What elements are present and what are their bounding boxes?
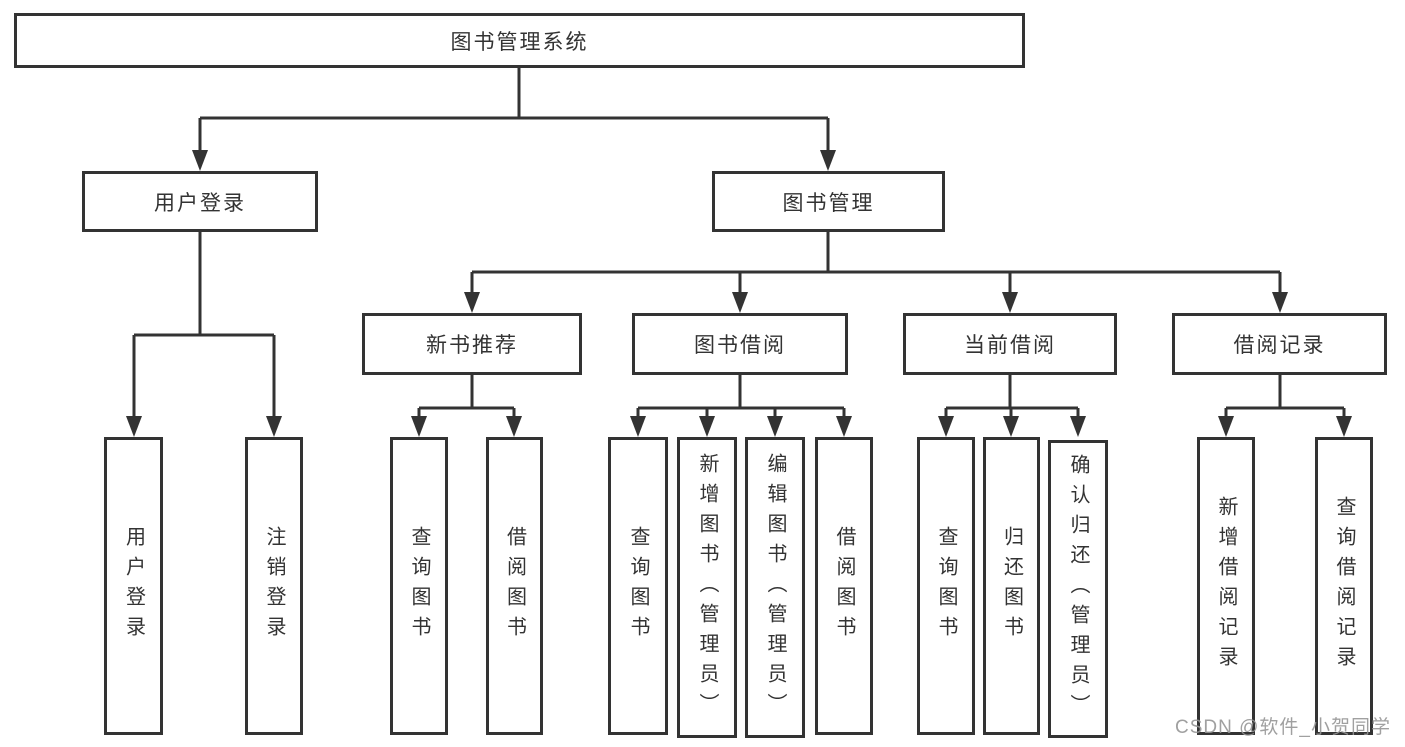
node-borrowing-records: 借阅记录 xyxy=(1172,313,1387,375)
leaf-return-books-label: 归还图书 xyxy=(1000,526,1023,646)
leaf-query-books-borrow: 查询图书 xyxy=(608,437,668,735)
arrowhead xyxy=(767,416,783,437)
leaf-confirm-return-admin-label: 确认归还（管理员） xyxy=(1067,454,1089,724)
leaf-return-books: 归还图书 xyxy=(983,437,1040,735)
leaf-query-books-current-label: 查询图书 xyxy=(935,526,957,646)
leaf-query-books-borrow-label: 查询图书 xyxy=(627,526,649,646)
arrowhead xyxy=(506,416,522,437)
node-user-login: 用户登录 xyxy=(82,171,318,232)
node-borrowing-records-label: 借阅记录 xyxy=(1233,334,1326,357)
arrowhead xyxy=(1003,416,1019,437)
arrowhead xyxy=(732,292,748,313)
arrowhead xyxy=(464,292,480,313)
arrowheads xyxy=(126,150,1352,437)
arrowhead xyxy=(411,416,427,437)
leaf-add-borrow-record: 新增借阅记录 xyxy=(1197,437,1255,735)
leaf-edit-books-admin: 编辑图书（管理员） xyxy=(745,437,805,738)
node-current-borrowing: 当前借阅 xyxy=(903,313,1117,375)
leaf-logout-action: 注销登录 xyxy=(245,437,303,735)
leaf-logout-action-label: 注销登录 xyxy=(263,526,285,646)
node-root-label: 图书管理系统 xyxy=(450,30,589,54)
arrowhead xyxy=(820,150,836,171)
connector-recommend-to-leaves xyxy=(417,375,516,418)
arrowhead xyxy=(266,416,282,437)
arrowhead xyxy=(1336,416,1352,437)
leaf-borrow-books-borrow-label: 借阅图书 xyxy=(833,526,855,646)
leaf-query-books-recommend: 查询图书 xyxy=(390,437,448,735)
leaf-confirm-return-admin: 确认归还（管理员） xyxy=(1048,440,1108,738)
node-book-borrowing-label: 图书借阅 xyxy=(694,334,786,357)
arrowhead xyxy=(938,416,954,437)
arrowhead xyxy=(1272,292,1288,313)
arrowhead xyxy=(1070,416,1086,437)
connector-book-management-to-level3 xyxy=(470,232,1282,294)
leaf-query-borrow-record: 查询借阅记录 xyxy=(1315,437,1373,735)
arrowhead xyxy=(836,416,852,437)
leaf-edit-books-admin-label: 编辑图书（管理员） xyxy=(764,452,786,723)
arrowhead xyxy=(126,416,142,437)
leaf-borrow-books-recommend: 借阅图书 xyxy=(486,437,543,735)
node-book-management: 图书管理 xyxy=(712,171,945,232)
leaf-user-login-action: 用户登录 xyxy=(104,437,163,735)
leaf-user-login-action-label: 用户登录 xyxy=(122,526,145,646)
leaf-query-books-recommend-label: 查询图书 xyxy=(408,526,430,646)
connector-user-login-to-leaves xyxy=(132,232,276,418)
leaf-query-books-current: 查询图书 xyxy=(917,437,975,735)
node-new-book-recommend: 新书推荐 xyxy=(362,313,582,375)
connector-current-to-leaves xyxy=(944,375,1080,418)
leaf-add-borrow-record-label: 新增借阅记录 xyxy=(1215,496,1237,676)
leaf-add-books-admin: 新增图书（管理员） xyxy=(677,437,737,738)
connector-records-to-leaves xyxy=(1224,375,1346,418)
arrowhead xyxy=(192,150,208,171)
leaf-add-books-admin-label: 新增图书（管理员） xyxy=(696,452,718,723)
arrowhead xyxy=(1218,416,1234,437)
leaf-borrow-books-recommend-label: 借阅图书 xyxy=(503,526,526,646)
leaf-borrow-books-borrow: 借阅图书 xyxy=(815,437,873,735)
node-current-borrowing-label: 当前借阅 xyxy=(964,334,1056,357)
connector-root-to-level2 xyxy=(198,68,830,152)
node-book-borrowing: 图书借阅 xyxy=(632,313,848,375)
node-new-book-recommend-label: 新书推荐 xyxy=(426,334,518,357)
arrowhead xyxy=(699,416,715,437)
node-user-login-label: 用户登录 xyxy=(154,191,246,215)
leaf-query-borrow-record-label: 查询借阅记录 xyxy=(1333,496,1355,676)
connector-borrowing-to-leaves xyxy=(636,375,846,418)
arrowhead xyxy=(1002,292,1018,313)
arrowhead xyxy=(630,416,646,437)
node-root: 图书管理系统 xyxy=(14,13,1025,68)
node-book-management-label: 图书管理 xyxy=(782,191,875,215)
watermark: CSDN @软件_小贺同学 xyxy=(1175,717,1391,738)
